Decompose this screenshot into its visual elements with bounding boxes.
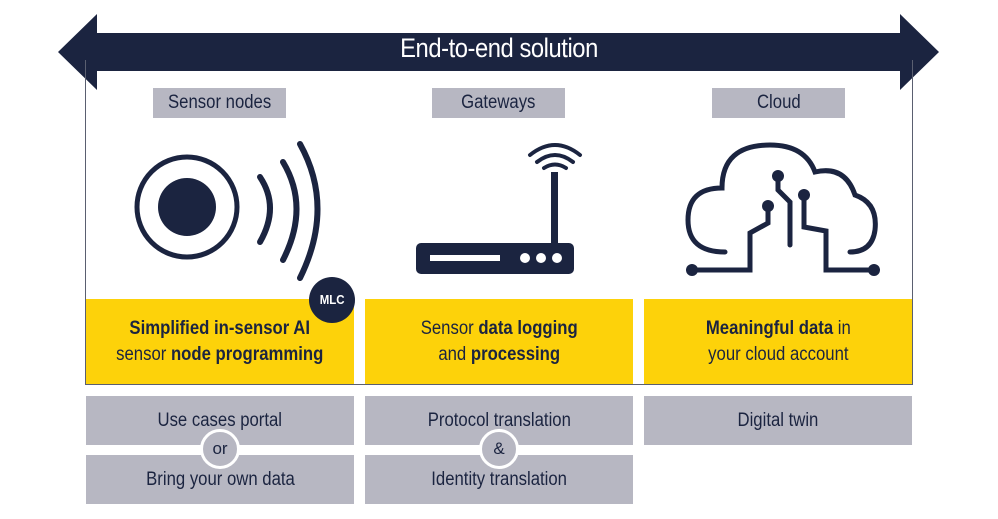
- option-digital-twin: Digital twin: [644, 396, 912, 445]
- joiner-or: or: [200, 429, 240, 469]
- router-icon: [416, 143, 582, 274]
- column-label-gateways: Gateways: [432, 88, 565, 118]
- sensor-broadcast-icon: [134, 141, 321, 281]
- mlc-badge: MLC: [309, 277, 355, 323]
- description-sensor-nodes: Simplified in-sensor AI sensor node prog…: [86, 299, 354, 384]
- description-gateways: Sensor data logging and processing: [365, 299, 633, 384]
- end-to-end-arrow: [58, 14, 939, 90]
- column-label-sensor-nodes: Sensor nodes: [153, 88, 286, 118]
- description-cloud: Meaningful data in your cloud account: [644, 299, 912, 384]
- solution-frame: [85, 60, 913, 385]
- diagram-title: End-to-end solution: [400, 33, 598, 63]
- column-label-cloud: Cloud: [712, 88, 845, 118]
- joiner-and: &: [479, 429, 519, 469]
- cloud-circuit-icon: [685, 142, 880, 276]
